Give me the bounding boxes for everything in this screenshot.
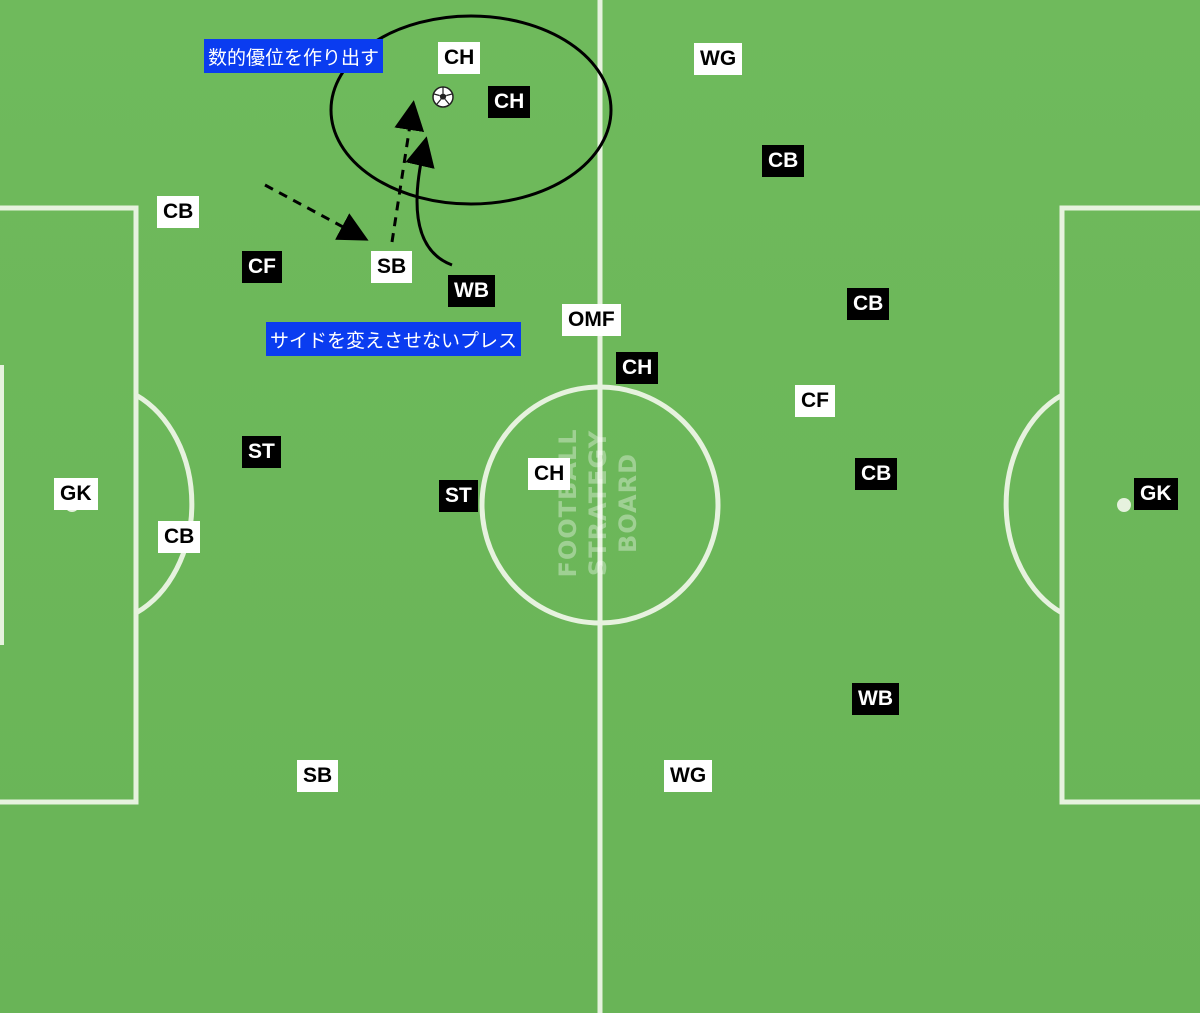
player-omf[interactable]: OMF — [562, 304, 621, 336]
player-gk[interactable]: GK — [54, 478, 98, 510]
player-wb[interactable]: WB — [852, 683, 899, 715]
player-wb[interactable]: WB — [448, 275, 495, 307]
center-circle — [479, 384, 721, 626]
player-ch[interactable]: CH — [528, 458, 571, 490]
player-sb[interactable]: SB — [297, 760, 339, 792]
wb-run-arrow — [405, 136, 453, 267]
player-cb[interactable]: CB — [157, 196, 200, 228]
player-gk[interactable]: GK — [1134, 478, 1178, 510]
player-ch[interactable]: CH — [616, 352, 659, 384]
player-ch[interactable]: CH — [488, 86, 531, 118]
ball-icon[interactable] — [432, 86, 454, 108]
right-penalty-arc — [1003, 392, 1064, 616]
player-ch[interactable]: CH — [438, 42, 481, 74]
overload-zone-ellipse — [329, 14, 613, 206]
create-superiority-note: 数的優位を作り出す — [204, 39, 384, 73]
watermark-line-3: BOARD — [614, 452, 642, 554]
player-cb[interactable]: CB — [847, 288, 890, 320]
right-penalty-area — [1059, 205, 1200, 805]
player-wg[interactable]: WG — [664, 760, 713, 792]
player-cb[interactable]: CB — [158, 521, 201, 553]
cb-run-arrow — [264, 183, 369, 241]
player-cf[interactable]: CF — [795, 385, 835, 417]
player-sb[interactable]: SB — [371, 251, 413, 283]
player-cb[interactable]: CB — [855, 458, 898, 490]
player-st[interactable]: ST — [439, 480, 478, 512]
watermark-line-1: FOOTBALL — [554, 428, 582, 578]
right-penalty-spot — [1117, 498, 1131, 512]
player-wg[interactable]: WG — [694, 43, 743, 75]
left-penalty-area — [0, 205, 139, 805]
watermark-line-2: STRATEGY — [584, 429, 612, 577]
sb-run-arrow — [390, 100, 425, 243]
player-cf[interactable]: CF — [242, 251, 282, 283]
player-st[interactable]: ST — [242, 436, 281, 468]
player-cb[interactable]: CB — [762, 145, 805, 177]
press-note: サイドを変えさせないプレス — [266, 322, 522, 356]
left-penalty-arc — [134, 392, 195, 616]
